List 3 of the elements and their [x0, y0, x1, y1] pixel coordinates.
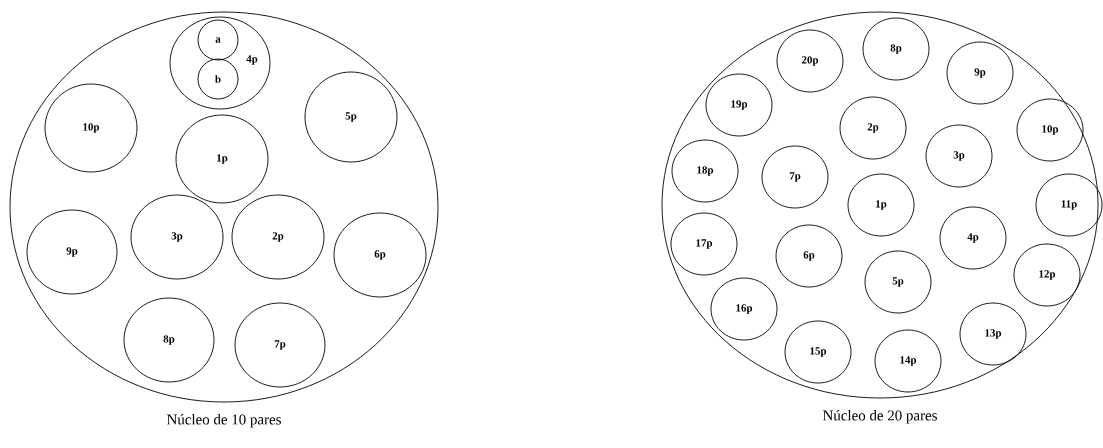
core-label: Núcleo de 20 pares: [823, 409, 937, 424]
core-label: Núcleo de 10 pares: [166, 413, 281, 428]
pair-label: 4p: [246, 55, 258, 65]
